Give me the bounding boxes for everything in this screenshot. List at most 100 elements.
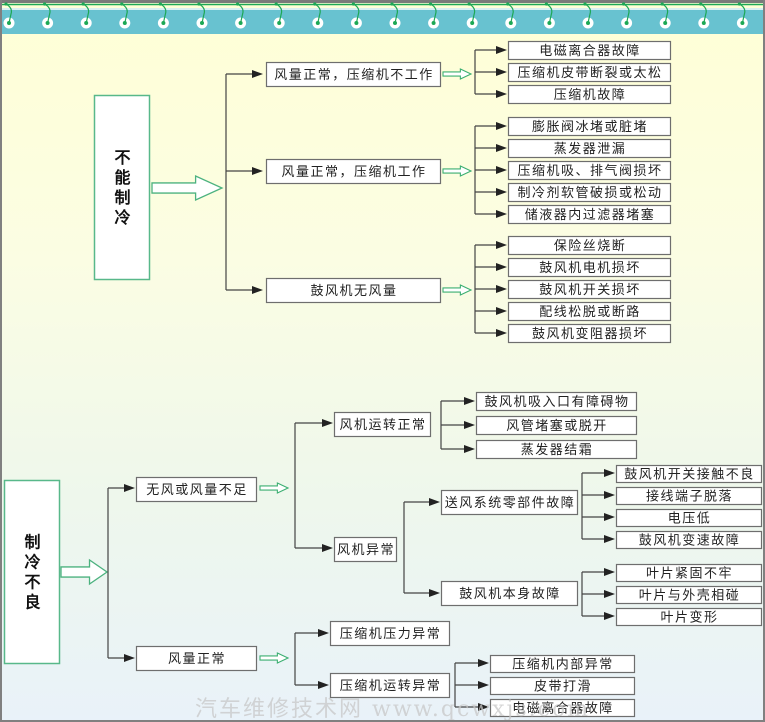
cause-node-box [507, 138, 672, 159]
cause-node-label: 配线松脱或断路 [539, 304, 641, 320]
subbranch-node-box [333, 536, 398, 563]
connector-root1 [225, 70, 263, 294]
header-highlight [0, 8, 765, 10]
arrowhead [496, 241, 507, 249]
arrowhead [604, 568, 615, 576]
subbranch-node: 鼓风机本身故障 [440, 580, 579, 607]
cause-node-label: 蒸发器泄漏 [554, 141, 627, 157]
cause-node-label: 叶片变形 [660, 610, 718, 626]
subbranch-node-box [329, 620, 451, 647]
binder-ring-icon [42, 2, 54, 29]
watermark: 汽车维修技术网 www.qcwxjs.com [195, 697, 590, 722]
cause-node-box [489, 676, 636, 696]
arrowhead [496, 329, 507, 337]
frame-border-right [763, 0, 765, 722]
arrowhead [496, 166, 507, 174]
header-top-border [0, 0, 765, 3]
cause-node-box [507, 84, 672, 105]
cause-node-box [507, 116, 672, 137]
arrowhead [252, 286, 263, 294]
cause-node-label: 储液器内过滤器堵塞 [525, 207, 656, 223]
frame-border-left [0, 0, 2, 722]
cause-node-box [507, 257, 672, 278]
hollow-arrow-icon [151, 174, 224, 202]
cause-node-label: 鼓风机开关损坏 [539, 283, 641, 298]
binder-ring-icon [80, 2, 92, 29]
cause-node-label: 叶片与外壳相碰 [639, 589, 741, 604]
branch-node-label: 风量正常，压缩机不工作 [274, 67, 434, 83]
cause-node: 制冷剂软管破损或松动 [507, 182, 672, 203]
cause-node-box [507, 235, 672, 256]
subbranch-node-box [440, 489, 579, 516]
cause-node: 储液器内过滤器堵塞 [507, 204, 672, 225]
cause-node: 配线松脱或断路 [507, 301, 672, 322]
root-node-no-cooling: 不能制冷 [93, 94, 151, 281]
branch-node: 风量正常，压缩机工作 [265, 158, 442, 185]
binder-ring-icon [505, 2, 517, 29]
cause-node-label: 鼓风机变速故障 [639, 533, 741, 549]
cause-node-box [507, 323, 672, 344]
cause-node-box [507, 204, 672, 225]
root-node-poor-cooling-label: 制冷不良 [24, 533, 40, 612]
cause-node-label: 蒸发器结霜 [521, 442, 594, 458]
branch-node: 风量正常 [135, 645, 258, 672]
cause-node: 鼓风机变速故障 [615, 530, 763, 550]
cause-node: 膨胀阀冰堵或脏堵 [507, 116, 672, 137]
arrowhead [496, 90, 507, 98]
cause-node: 压缩机皮带断裂或太松 [507, 62, 672, 83]
arrowhead [464, 397, 475, 405]
subbranch-node-label: 风机异常 [337, 543, 395, 558]
cause-node-box [507, 40, 672, 61]
hollow-arrow-icon [259, 652, 290, 664]
branch-node-label: 鼓风机无风量 [310, 284, 397, 299]
subbranch-node-box [333, 411, 432, 438]
branch-node-box [265, 277, 442, 304]
subbranch-node-label: 送风系统零部件故障 [445, 496, 576, 511]
branch-node-box [135, 476, 258, 503]
diagram-nodes: 不能制冷风量正常，压缩机不工作电磁离合器故障压缩机皮带断裂或太松压缩机故障风量正… [3, 40, 763, 718]
cause-node-box [507, 160, 672, 181]
binder-ring-icon [350, 2, 362, 29]
subbranch-node-label: 鼓风机本身故障 [459, 586, 561, 602]
arrowhead [124, 654, 135, 662]
arrowhead [604, 612, 615, 620]
subbranch-node: 压缩机运转异常 [329, 672, 451, 699]
arrowhead [604, 491, 615, 499]
connector-causes [474, 241, 507, 337]
root-node-no-cooling-box [93, 94, 151, 281]
subbranch-node: 送风系统零部件故障 [440, 489, 579, 516]
binder-ring-icon [428, 2, 440, 29]
cause-node-label: 保险丝烧断 [554, 239, 627, 254]
cause-node-box [615, 585, 763, 605]
branch-node: 无风或风量不足 [135, 476, 258, 503]
binder-header [0, 0, 765, 34]
cause-node-box [475, 439, 638, 460]
root-node-no-cooling-label: 不能制冷 [114, 148, 130, 227]
branch-node: 风量正常，压缩机不工作 [265, 61, 442, 88]
binder-ring-icon [312, 2, 324, 29]
cause-node-label: 电压低 [668, 512, 712, 527]
arrowhead [496, 144, 507, 152]
connector-causes [474, 122, 507, 218]
binder-ring-icon [196, 2, 208, 29]
arrowhead [322, 419, 333, 427]
cause-node-box [489, 654, 636, 674]
cause-node: 叶片与外壳相碰 [615, 585, 763, 605]
arrowhead [464, 445, 475, 453]
cause-node: 鼓风机电机损坏 [507, 257, 672, 278]
arrowhead [252, 167, 263, 175]
connector-root2 [107, 484, 135, 662]
cause-node: 保险丝烧断 [507, 235, 672, 256]
arrowhead [496, 210, 507, 218]
cause-node-box [489, 698, 636, 718]
subbranch-node: 压缩机压力异常 [329, 620, 451, 647]
subbranch-node-box [440, 580, 579, 607]
branch-node-label: 风量正常，压缩机工作 [281, 164, 426, 180]
subbranch-node-label: 风机运转正常 [339, 418, 426, 433]
cause-node-box [615, 486, 763, 506]
cause-node-box [507, 182, 672, 203]
arrowhead [604, 513, 615, 521]
cause-node-label: 制冷剂软管破损或松动 [517, 186, 662, 201]
branch-node-label: 无风或风量不足 [146, 483, 248, 498]
cause-node: 鼓风机开关损坏 [507, 279, 672, 300]
